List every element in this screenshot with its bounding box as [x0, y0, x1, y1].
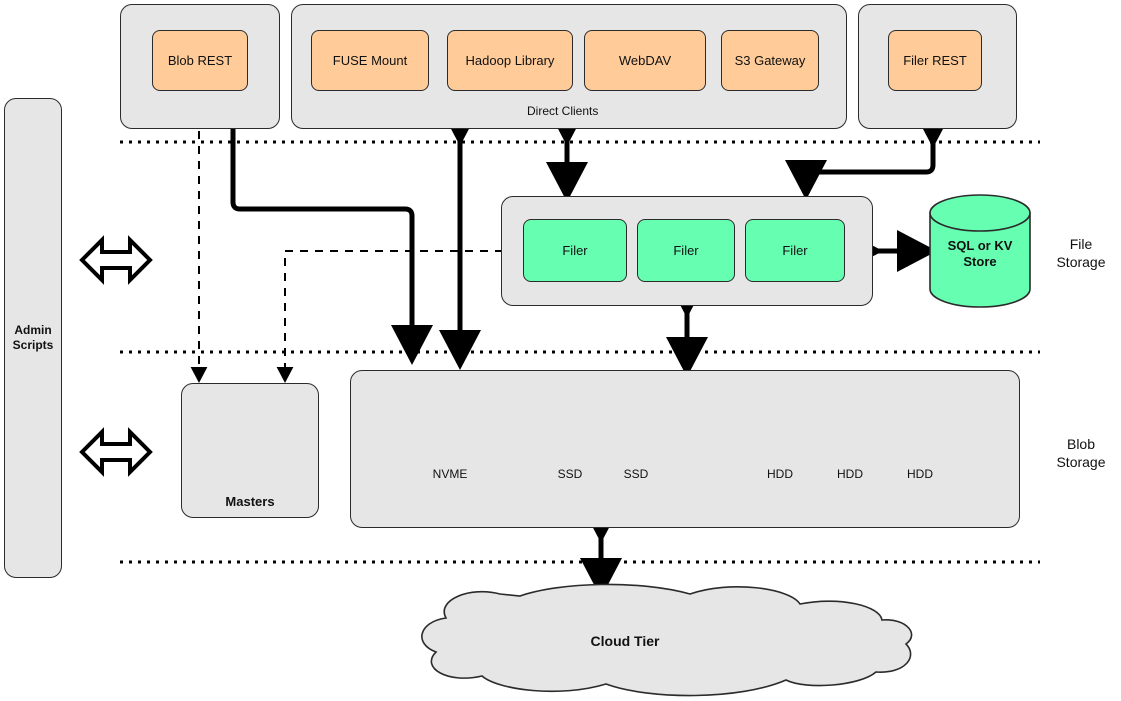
file-storage-tier-label: File Storage: [1046, 235, 1116, 271]
filer-rest-group: [858, 4, 1017, 129]
admin-file-storage-arrow: [79, 235, 153, 285]
blob-storage-label-line1: Blob: [1066, 436, 1096, 452]
admin-scripts-label-line1: Admin: [14, 323, 52, 337]
filer-node-2[interactable]: Filer: [637, 219, 735, 282]
filer-node-1[interactable]: Filer: [523, 219, 627, 282]
client-fuse-mount[interactable]: FUSE Mount: [311, 30, 429, 91]
store-label-line2: Store: [963, 254, 997, 270]
volume-label-hdd-2: HDD: [837, 467, 863, 481]
admin-blob-storage-arrow: [79, 427, 153, 477]
admin-dashed-connector-2: [276, 250, 503, 383]
direct-clients-label: Direct Clients: [527, 104, 599, 118]
volume-servers-group: [350, 370, 1020, 528]
client-s3-gateway[interactable]: S3 Gateway: [721, 30, 819, 91]
cloud-tier-label: Cloud Tier: [590, 633, 660, 649]
masters-label: Masters: [225, 494, 275, 509]
blob-storage-label-line2: Storage: [1056, 454, 1106, 471]
volume-label-hdd-1: HDD: [767, 467, 793, 481]
admin-scripts-panel[interactable]: Admin Scripts: [4, 98, 62, 578]
store-label-line1: SQL or KV: [947, 238, 1013, 253]
client-blob-rest[interactable]: Blob REST: [152, 30, 248, 91]
volume-label-ssd-1: SSD: [557, 467, 583, 481]
client-filer-rest[interactable]: Filer REST: [888, 30, 982, 91]
client-webdav[interactable]: WebDAV: [584, 30, 706, 91]
client-hadoop-library[interactable]: Hadoop Library: [447, 30, 573, 91]
blob-storage-tier-label: Blob Storage: [1046, 435, 1116, 471]
volume-label-nvme: NVME: [432, 467, 468, 481]
volume-label-hdd-3: HDD: [907, 467, 933, 481]
filer-rest-to-filers-arrow: [784, 108, 954, 200]
blob-rest-to-volumes-connector: [230, 129, 433, 365]
volume-label-ssd-2: SSD: [623, 467, 649, 481]
file-storage-label-line1: File: [1069, 236, 1093, 252]
sql-or-kv-store-label: SQL or KV Store: [925, 238, 1035, 271]
masters-group[interactable]: [181, 383, 319, 518]
filer-node-3[interactable]: Filer: [745, 219, 845, 282]
admin-scripts-label-line2: Scripts: [12, 338, 54, 352]
file-storage-label-line2: Storage: [1056, 254, 1106, 271]
